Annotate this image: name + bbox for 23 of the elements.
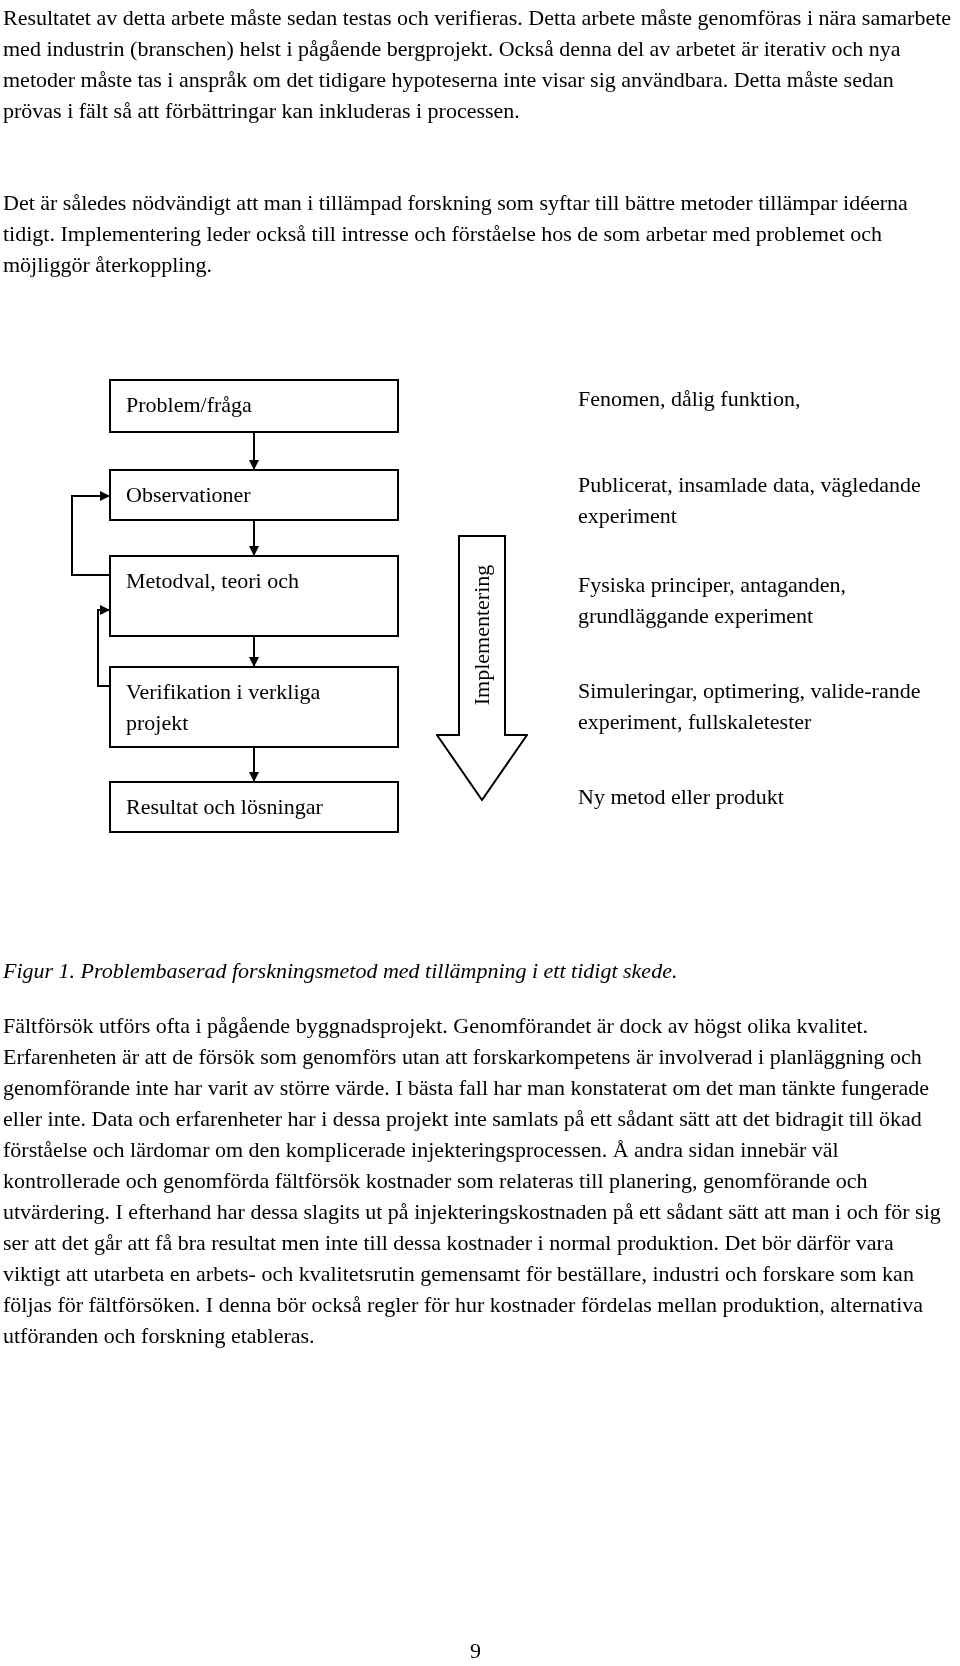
- annotation-text: Fysiska principer, antaganden, grundläggande experiment: [578, 571, 847, 630]
- arrow: [249, 432, 259, 470]
- arrow: [97, 605, 110, 687]
- page-number: 9: [470, 1637, 482, 1665]
- arrow: [249, 636, 259, 667]
- arrow: [71, 491, 110, 576]
- annotation-text: Ny metod eller produkt: [578, 783, 785, 811]
- figure-caption: Figur 1. Problembaserad forskningsmetod med tillämpning i ett tidigt skede.: [3, 957, 679, 985]
- paragraph: Fältförsök utförs ofta i pågående byggnadsprojekt. Genomförandet är dock av högst olika kvalitet. Erfarenheten är att de försök som genomförs utan att forskarkompetens är involverad i planläggning och genomförande inte har varit av större värde. I bästa fall har man konstaterat om det man tänkte fungerade eller inte. Data och erfarenheter har i dessa projekt inte samlats på ett sådant sätt att det bidragit till ökad förståelse och lärdomar om den komplicerade injekteringsprocessen. Å andra sidan innebär väl kontrollerade och genomförda fältförsök kostnader som relateras till planering, genomförande och utvärdering. I efterhand har dessa slagits ut på injekteringskostnaden på ett sådant sätt att man i och för sig ser att det går att få bra resultat men inte till dessa kostnader i normal produktion. Det bör därför vara viktigt att utarbeta en arbets- och kvalitetsrutin gemensamt för beställare, industri och forskare som kan följas för fältförsöken. I denna bör också regler för hur kostnader fördelas mellan produktion, alternativa utföranden och forskning etableras.: [3, 1012, 942, 1350]
- annotation-text: Publicerat, insamlade data, vägledande experiment: [578, 471, 922, 530]
- annotation-text: Simuleringar, optimering, valide-rande experiment, fullskaletester: [578, 677, 922, 736]
- process-box: Problem/fråga: [109, 379, 399, 433]
- block-arrow: [436, 535, 528, 801]
- process-box: Resultat och lösningar: [109, 781, 399, 833]
- paragraph: Resultatet av detta arbete måste sedan testas och verifieras. Detta arbete måste genomföras i nära samarbete med industrin (branschen) helst i pågående bergprojekt. Också denna del av arbetet är iterativ och nya metoder måste tas i anspråk om det tidigare hypoteserna inte visar sig användbara. Detta måste sedan prövas i fält så att förbättringar kan inkluderas i processen.: [3, 4, 953, 125]
- arrow-label: Implementering: [469, 564, 495, 706]
- process-box: Metodval, teori och: [109, 555, 399, 637]
- process-box: Verifikation i verkliga projekt: [109, 666, 399, 748]
- process-box: Observationer: [109, 469, 399, 521]
- arrow: [249, 747, 259, 782]
- annotation-text: Fenomen, dålig funktion,: [578, 385, 802, 413]
- arrow: [249, 520, 259, 556]
- paragraph: Det är således nödvändigt att man i tillämpad forskning som syftar till bättre metoder tillämpar idéerna tidigt. Implementering leder också till intresse och förståelse hos de som arbetar med problemet och möjliggör återkoppling.: [3, 189, 909, 279]
